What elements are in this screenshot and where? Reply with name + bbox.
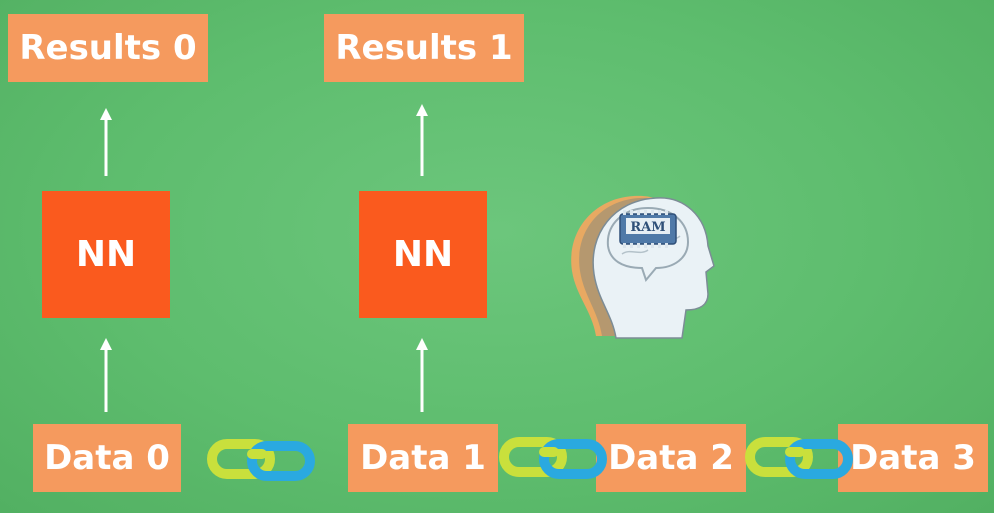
arrow-up-icon [416,104,428,176]
arrow-up-icon [100,338,112,412]
arrow-up-icon [100,108,112,176]
results-1-label: Results 1 [324,14,524,82]
chain-link-icon [207,439,315,481]
results-0-label: Results 0 [8,14,208,82]
data-2-label: Data 2 [596,424,746,492]
head-with-ram-chip-icon: RAM [571,195,715,339]
data-0-label: Data 0 [33,424,181,492]
data-1-label: Data 1 [348,424,498,492]
data-3-label: Data 3 [838,424,988,492]
arrow-up-icon [416,338,428,412]
ram-chip-label: RAM [630,220,665,235]
chain-link-icon [499,437,607,479]
nn-box-0: NN [42,191,170,318]
chain-link-icon [745,437,853,479]
nn-box-1: NN [359,191,487,318]
